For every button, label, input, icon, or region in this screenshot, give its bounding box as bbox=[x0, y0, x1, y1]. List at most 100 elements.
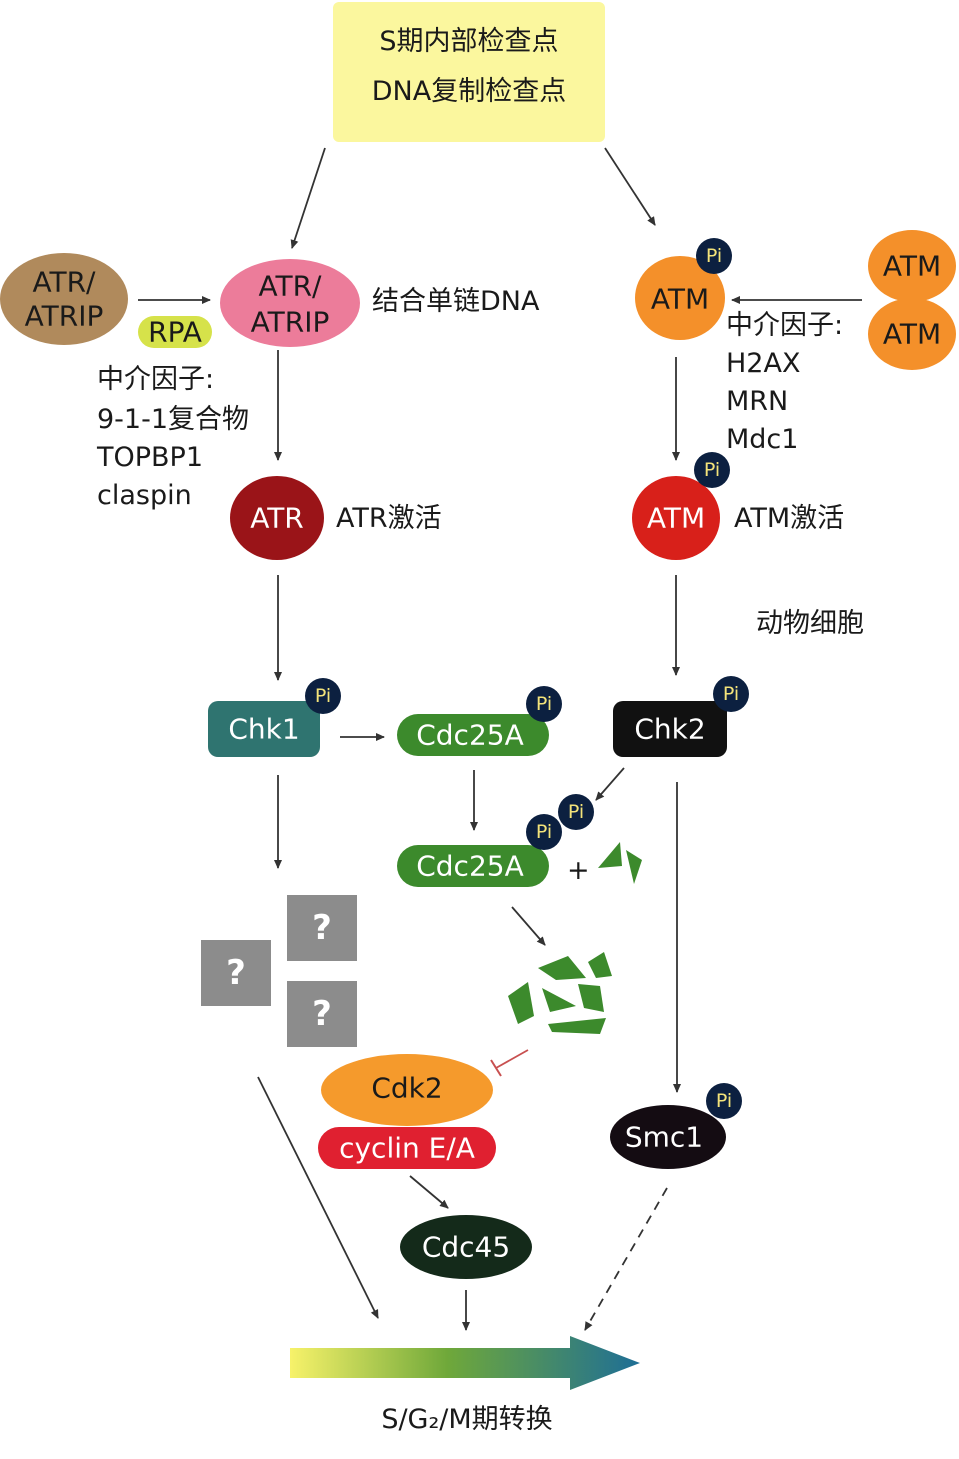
chk1-text: Chk1 bbox=[228, 713, 299, 746]
left-mediator-1: 9-1-1复合物 bbox=[97, 404, 249, 435]
chk1: Chk1 Pi bbox=[208, 678, 341, 757]
cdc25a-pi-badge bbox=[526, 686, 562, 722]
header-line-2: DNA复制检查点 bbox=[372, 76, 566, 107]
cdc45-ellipse bbox=[400, 1215, 532, 1279]
cdc25a-pi-text: Pi bbox=[536, 693, 552, 715]
chk1-box bbox=[208, 701, 320, 757]
chk2-pi-badge bbox=[713, 676, 749, 712]
smc1-ellipse bbox=[610, 1105, 726, 1169]
atr-atrip-free-line2: ATRIP bbox=[25, 300, 104, 333]
atr-atrip-free-ellipse bbox=[0, 253, 128, 345]
checkpoint-header: S期内部检查点 DNA复制检查点 bbox=[333, 2, 605, 142]
transition-arrow bbox=[290, 1336, 640, 1390]
question-mark-3: ? bbox=[312, 994, 332, 1034]
chk2-text: Chk2 bbox=[634, 713, 705, 746]
cdk2-cyclin-complex: Cdk2 cyclin E/A bbox=[318, 1054, 496, 1169]
left-mediator-3: claspin bbox=[97, 480, 192, 511]
chk2-box bbox=[613, 701, 727, 757]
right-mediator-1: H2AX bbox=[726, 348, 800, 379]
fragment-small-2 bbox=[626, 850, 642, 884]
plus-sign: + bbox=[567, 855, 590, 886]
cdc25a-pp-text: Cdc25A bbox=[416, 850, 524, 883]
atr-atrip-free: ATR/ ATRIP bbox=[0, 253, 128, 345]
rpa-pill: RPA bbox=[138, 316, 212, 349]
cyclin-text: cyclin E/A bbox=[339, 1132, 475, 1165]
cdc25a-pp-pill bbox=[397, 845, 549, 887]
atm-active-text: ATM bbox=[647, 502, 705, 535]
atr-atrip-bound: ATR/ ATRIP bbox=[220, 259, 360, 347]
atm-dimer-top-ellipse bbox=[868, 230, 956, 302]
smc1-pi-text: Pi bbox=[716, 1090, 732, 1112]
atm-pi-badge bbox=[696, 238, 732, 274]
transition-label: S/G₂/M期转换 bbox=[381, 1404, 552, 1435]
atm-active-pi-text: Pi bbox=[704, 459, 720, 481]
cdc25a-pp-pi-text-1: Pi bbox=[536, 821, 552, 843]
arrow-smc1-to-transition bbox=[584, 1187, 668, 1331]
inhibition-bar bbox=[490, 1059, 502, 1077]
atr-active-text: ATR bbox=[250, 502, 304, 535]
question-box-2 bbox=[201, 940, 271, 1006]
arrow-header-to-atr bbox=[290, 147, 326, 249]
transition-arrow-shape bbox=[290, 1336, 640, 1390]
header-box bbox=[333, 2, 605, 142]
fragment-3 bbox=[508, 982, 534, 1024]
unknown-target-2: ? bbox=[201, 940, 271, 1006]
atm-pi-text: Pi bbox=[706, 245, 722, 267]
atm-dimer-top-text: ATM bbox=[883, 250, 941, 283]
arrow-left-to-transition bbox=[257, 1076, 379, 1319]
cdc25a-pill bbox=[397, 714, 549, 756]
header-line-1: S期内部检查点 bbox=[379, 26, 558, 57]
cyclin-pill bbox=[318, 1127, 496, 1169]
question-box-3 bbox=[287, 981, 357, 1047]
arrow-header-to-atm bbox=[604, 147, 656, 226]
cdc25a: Cdc25A Pi bbox=[397, 686, 562, 756]
left-mediator-2: TOPBP1 bbox=[96, 442, 203, 473]
unknown-target-1: ? bbox=[287, 895, 357, 961]
fragment-6 bbox=[548, 1018, 606, 1034]
unknown-target-3: ? bbox=[287, 981, 357, 1047]
chk2-pi-text: Pi bbox=[723, 683, 739, 705]
left-mediators-title: 中介因子: bbox=[97, 364, 214, 395]
atm-active-pi-badge bbox=[694, 452, 730, 488]
atm-active-label: ATM激活 bbox=[734, 503, 844, 534]
question-mark-2: ? bbox=[226, 953, 246, 993]
fragment-1 bbox=[538, 956, 586, 980]
cdc45: Cdc45 bbox=[400, 1215, 532, 1279]
cdc25a-pp-pi-text-2: Pi bbox=[568, 801, 584, 823]
atr-active-ellipse bbox=[230, 476, 324, 560]
atm-phospho: ATM Pi bbox=[635, 238, 732, 340]
chk1-pi-text: Pi bbox=[315, 685, 331, 707]
atm-phospho-ellipse bbox=[635, 256, 725, 340]
cdc25a-text: Cdc25A bbox=[416, 719, 524, 752]
cdk2-ellipse bbox=[321, 1054, 493, 1126]
arrow-cdc25a-to-degradation bbox=[511, 906, 546, 946]
cdc25a-pp-pi-badge-2 bbox=[558, 794, 594, 830]
atr-active-label: ATR激活 bbox=[336, 503, 442, 534]
atm-dimer-bottom-ellipse bbox=[868, 298, 956, 370]
rpa-pill-shape bbox=[138, 316, 212, 348]
cdc45-text: Cdc45 bbox=[422, 1231, 510, 1264]
rpa-label: RPA bbox=[148, 316, 202, 349]
right-mediator-2: MRN bbox=[726, 386, 788, 417]
arrow-chk2-to-cdc25a bbox=[595, 767, 625, 801]
atm-active: ATM Pi bbox=[632, 452, 730, 560]
question-box-1 bbox=[287, 895, 357, 961]
inhibition-stroke bbox=[495, 1049, 529, 1069]
degraded-cdc25a-fragments bbox=[508, 952, 612, 1034]
cdk2-text: Cdk2 bbox=[371, 1072, 442, 1105]
cdc25a-pp: Cdc25A Pi Pi bbox=[397, 794, 594, 887]
right-mediator-3: Mdc1 bbox=[726, 424, 798, 455]
atm-phospho-text: ATM bbox=[651, 283, 709, 316]
fragment-2 bbox=[588, 952, 612, 978]
fragment-4 bbox=[542, 988, 576, 1012]
chk1-pi-badge bbox=[305, 678, 341, 714]
smc1-pi-badge bbox=[706, 1083, 742, 1119]
chk2: Chk2 Pi bbox=[613, 676, 749, 757]
atr-atrip-bound-line2: ATRIP bbox=[251, 306, 330, 339]
atm-dimer-bottom-text: ATM bbox=[883, 318, 941, 351]
animal-cell-label: 动物细胞 bbox=[756, 608, 864, 639]
atr-atrip-bound-ellipse bbox=[220, 259, 360, 347]
ubiquitin-fragments-small bbox=[598, 842, 642, 884]
atm-dimer: ATM ATM bbox=[868, 230, 956, 370]
